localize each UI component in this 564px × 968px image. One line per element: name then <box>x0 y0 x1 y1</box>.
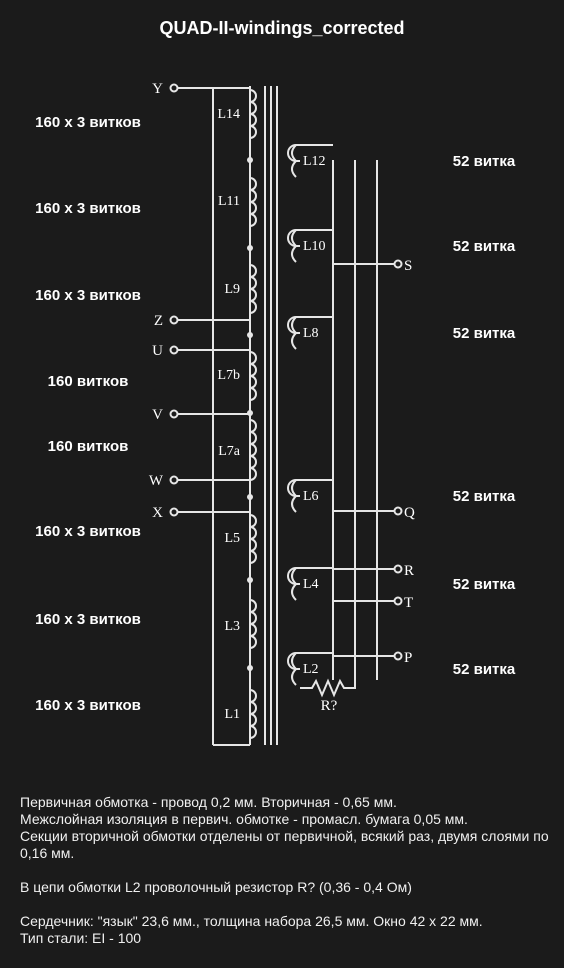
note-wire-gauge: Первичная обмотка - провод 0,2 мм. Втори… <box>20 794 397 810</box>
junction-dot <box>247 665 253 671</box>
primary-turns-label: 160 х 3 витков <box>35 287 141 304</box>
junction-dot <box>247 157 253 163</box>
primary-winding-label: L14 <box>217 107 240 122</box>
terminal-node <box>393 596 403 606</box>
primary-turns-label: 160 х 3 витков <box>35 200 141 217</box>
terminal-node <box>393 506 403 516</box>
primary-terminal-label: W <box>149 473 164 489</box>
primary-coil <box>249 689 257 739</box>
primary-winding-label: L7a <box>218 444 241 459</box>
secondary-coil <box>291 567 298 601</box>
secondary-coil <box>291 652 298 686</box>
secondary-coil <box>291 479 298 513</box>
primary-coil <box>249 177 257 227</box>
primary-winding-label: L11 <box>218 194 240 209</box>
secondary-turns-label: 52 витка <box>453 238 516 255</box>
primary-coil <box>249 419 257 481</box>
primary-terminal-label: X <box>152 505 163 521</box>
terminal-node <box>393 564 403 574</box>
primary-turns-label: 160 х 3 витков <box>35 697 141 714</box>
secondary-winding-label: L10 <box>303 239 326 254</box>
primary-coil <box>249 351 257 401</box>
secondary-winding-label: L8 <box>303 326 319 341</box>
primary-turns-label: 160 витков <box>48 373 129 390</box>
resistor <box>300 678 356 698</box>
note-steel-type: Тип стали: EI - 100 <box>20 930 142 946</box>
primary-turns-label: 160 х 3 витков <box>35 611 141 628</box>
primary-terminal-label: Y <box>152 81 163 97</box>
winding-notes: Первичная обмотка - провод 0,2 мм. Втори… <box>20 794 550 947</box>
terminal-node <box>169 409 179 419</box>
secondary-turns-label: 52 витка <box>453 153 516 170</box>
secondary-terminal-label: Q <box>404 505 415 521</box>
terminal-node <box>169 507 179 517</box>
schematic-wiring <box>169 83 403 746</box>
junction-dot <box>247 245 253 251</box>
secondary-coil <box>291 144 298 178</box>
primary-coil <box>249 514 257 564</box>
primary-coil <box>249 599 257 649</box>
secondary-turns-label: 52 витка <box>453 488 516 505</box>
secondary-coil <box>291 229 298 263</box>
diagram-title: QUAD-II-windings_corrected <box>159 18 405 38</box>
terminal-node <box>169 345 179 355</box>
secondary-terminal-label: T <box>404 595 413 611</box>
secondary-terminal-label: P <box>404 650 412 666</box>
terminal-node <box>169 83 179 93</box>
primary-coil <box>249 264 257 314</box>
secondary-terminal-label: S <box>404 258 412 274</box>
terminal-node <box>169 475 179 485</box>
junction-dot <box>247 494 253 500</box>
primary-coil <box>249 89 257 139</box>
note-insulation: Межслойная изоляция в первич. обмотке - … <box>20 811 468 827</box>
secondary-winding-label: L6 <box>303 489 319 504</box>
primary-winding-label: L5 <box>224 531 240 546</box>
junction-dot <box>247 332 253 338</box>
primary-terminal-label: U <box>152 343 163 359</box>
primary-turns-label: 160 витков <box>48 438 129 455</box>
secondary-turns-label: 52 витка <box>453 325 516 342</box>
terminal-node <box>393 259 403 269</box>
secondary-turns-label: 52 витка <box>453 661 516 678</box>
primary-terminal-label: V <box>152 407 163 423</box>
primary-terminal-label: Z <box>154 313 163 329</box>
terminal-node <box>169 315 179 325</box>
note-resistor: В цепи обмотки L2 проволочный резистор R… <box>20 879 412 895</box>
note-core: Сердечник: "язык" 23,6 мм., толщина набо… <box>20 913 483 929</box>
primary-winding-label: L7b <box>217 368 240 383</box>
secondary-coil <box>291 316 298 350</box>
secondary-turns-label: 52 витка <box>453 576 516 593</box>
primary-turns-label: 160 х 3 витков <box>35 114 141 131</box>
primary-turns-label: 160 х 3 витков <box>35 523 141 540</box>
junction-dot <box>247 577 253 583</box>
primary-winding-label: L1 <box>224 707 240 722</box>
secondary-winding-label: L12 <box>303 154 326 169</box>
terminal-node <box>393 651 403 661</box>
note-section-separation: Секции вторичной обмотки отделены от пер… <box>20 828 549 861</box>
secondary-terminal-label: R <box>404 563 414 579</box>
secondary-winding-label: L4 <box>303 577 319 592</box>
primary-winding-label: L9 <box>224 282 240 297</box>
resistor-label: R? <box>321 698 338 714</box>
secondary-winding-label: L2 <box>303 662 319 677</box>
primary-winding-label: L3 <box>224 619 240 634</box>
